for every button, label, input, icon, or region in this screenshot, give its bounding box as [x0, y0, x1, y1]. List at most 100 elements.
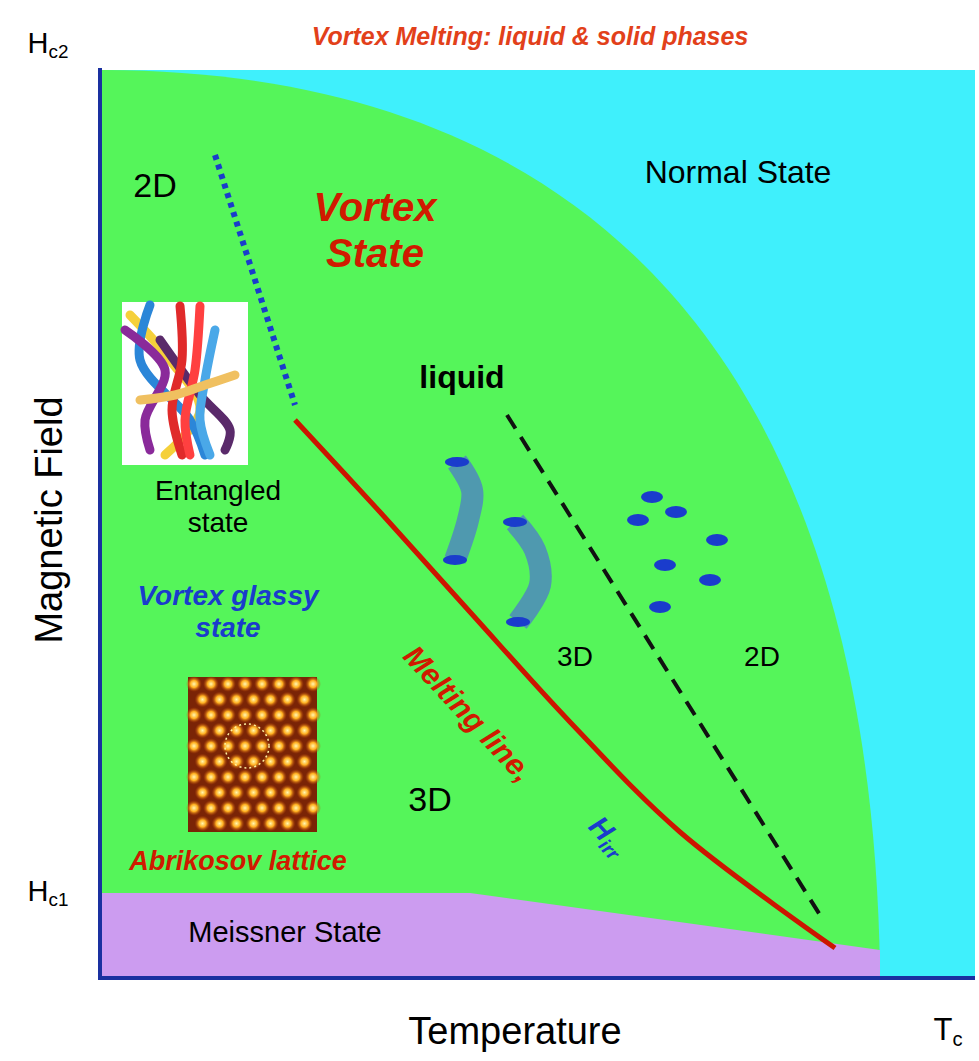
vortex-dot	[263, 754, 279, 770]
vortex-strand	[172, 306, 182, 455]
vortex-dot	[297, 785, 313, 801]
vortex-dot	[288, 738, 304, 754]
vortex-strand	[200, 330, 215, 455]
text-part: H	[28, 27, 49, 59]
vortex-dot	[229, 816, 245, 832]
phase-label: Vortex glassy state	[123, 580, 333, 644]
pancake-vortex	[706, 534, 728, 546]
unit-cell-marker	[225, 724, 269, 768]
axis-tick-label: Hc2	[28, 27, 69, 63]
vortex-dot	[246, 723, 262, 739]
vortex-dot	[203, 769, 219, 785]
vortex-dot	[195, 723, 211, 739]
axis-title: Temperature	[408, 1010, 621, 1054]
vortex-dot	[297, 754, 313, 770]
vortex-dot	[229, 785, 245, 801]
diagram-title: Vortex Melting: liquid & solid phases	[312, 22, 749, 51]
vortex-dot	[203, 738, 219, 754]
vortex-dot	[229, 692, 245, 708]
vortex-dot	[203, 800, 219, 816]
region-fill	[100, 893, 880, 978]
vortex-dot	[220, 800, 236, 816]
subscript: c	[952, 1028, 962, 1050]
vortex-dot	[186, 769, 202, 785]
phase-label: liquid	[419, 359, 504, 396]
vortex-dot	[186, 676, 202, 692]
vortex-dot	[195, 816, 211, 832]
vortex-dot	[280, 723, 296, 739]
vortex-dot	[220, 707, 236, 723]
vortex-dot	[212, 754, 228, 770]
vortex-dot	[186, 738, 202, 754]
vortex-dot	[271, 800, 287, 816]
axis-title: Magnetic Field	[28, 396, 72, 643]
vortex-dot	[305, 800, 321, 816]
vortex-tube	[443, 457, 472, 565]
phase-label: Abrikosov lattice	[129, 846, 347, 877]
vortex-dot	[203, 676, 219, 692]
vortex-dot	[297, 692, 313, 708]
subscript: c2	[49, 41, 69, 62]
pancake-vortex	[627, 514, 649, 526]
vortex-dot	[212, 692, 228, 708]
vortex-dot	[288, 769, 304, 785]
vortex-dot	[237, 769, 253, 785]
vortex-dot	[237, 800, 253, 816]
region-fill	[100, 70, 880, 978]
vortex-dot	[297, 816, 313, 832]
text-part: H	[28, 875, 49, 907]
entangled-vortices-picture	[122, 302, 248, 465]
dimensional-crossover-line	[507, 415, 820, 915]
vortex-dot	[246, 816, 262, 832]
vortex-dot	[271, 676, 287, 692]
pancake-vortex	[654, 559, 676, 571]
y-axis	[98, 68, 102, 980]
pancake-vortex	[649, 601, 671, 613]
vortex-dot	[263, 723, 279, 739]
vortex-dot	[305, 769, 321, 785]
vortex-dot	[237, 707, 253, 723]
vortex-dot	[212, 785, 228, 801]
vortex-dot	[271, 738, 287, 754]
vortex-dot	[195, 785, 211, 801]
vortex-dot	[212, 723, 228, 739]
vortex-dot	[220, 676, 236, 692]
vortex-dot	[220, 769, 236, 785]
vortex-dot	[271, 769, 287, 785]
vortex-dot	[195, 754, 211, 770]
vortex-dot	[186, 800, 202, 816]
vortex-dot	[220, 738, 236, 754]
subscript: c1	[49, 889, 69, 910]
vortex-dot	[263, 692, 279, 708]
vortex-dot	[280, 754, 296, 770]
vortex-strand	[125, 330, 165, 450]
vortex-dot	[237, 676, 253, 692]
melting-line	[295, 420, 835, 948]
vortex-dot	[186, 707, 202, 723]
pancake-vortex	[641, 491, 663, 503]
vortex-dot	[297, 723, 313, 739]
abrikosov-lattice-picture	[186, 676, 321, 832]
pancake-vortex	[699, 574, 721, 586]
vortex-dot	[288, 676, 304, 692]
vortex-dot	[254, 800, 270, 816]
vortex-dot	[246, 785, 262, 801]
dimension-label: 3D	[557, 641, 593, 673]
vortex-dot	[212, 816, 228, 832]
region-label: Normal State	[645, 154, 832, 191]
vortex-strand	[140, 375, 235, 400]
vortex-dot	[280, 785, 296, 801]
vortex-dot	[254, 769, 270, 785]
vortex-dot	[254, 676, 270, 692]
axis-tick-label: Tc	[933, 1012, 962, 1051]
vortex-dot	[280, 816, 296, 832]
dimension-label: 2D	[744, 641, 780, 673]
dimension-label: 3D	[408, 780, 451, 819]
vortex-dot	[305, 707, 321, 723]
phase-label: Entangled state	[133, 475, 303, 539]
text-part: T	[933, 1012, 952, 1047]
vortex-dot	[195, 692, 211, 708]
meissner-state-region: Meissner State	[100, 888, 880, 978]
vortex-dot	[305, 676, 321, 692]
